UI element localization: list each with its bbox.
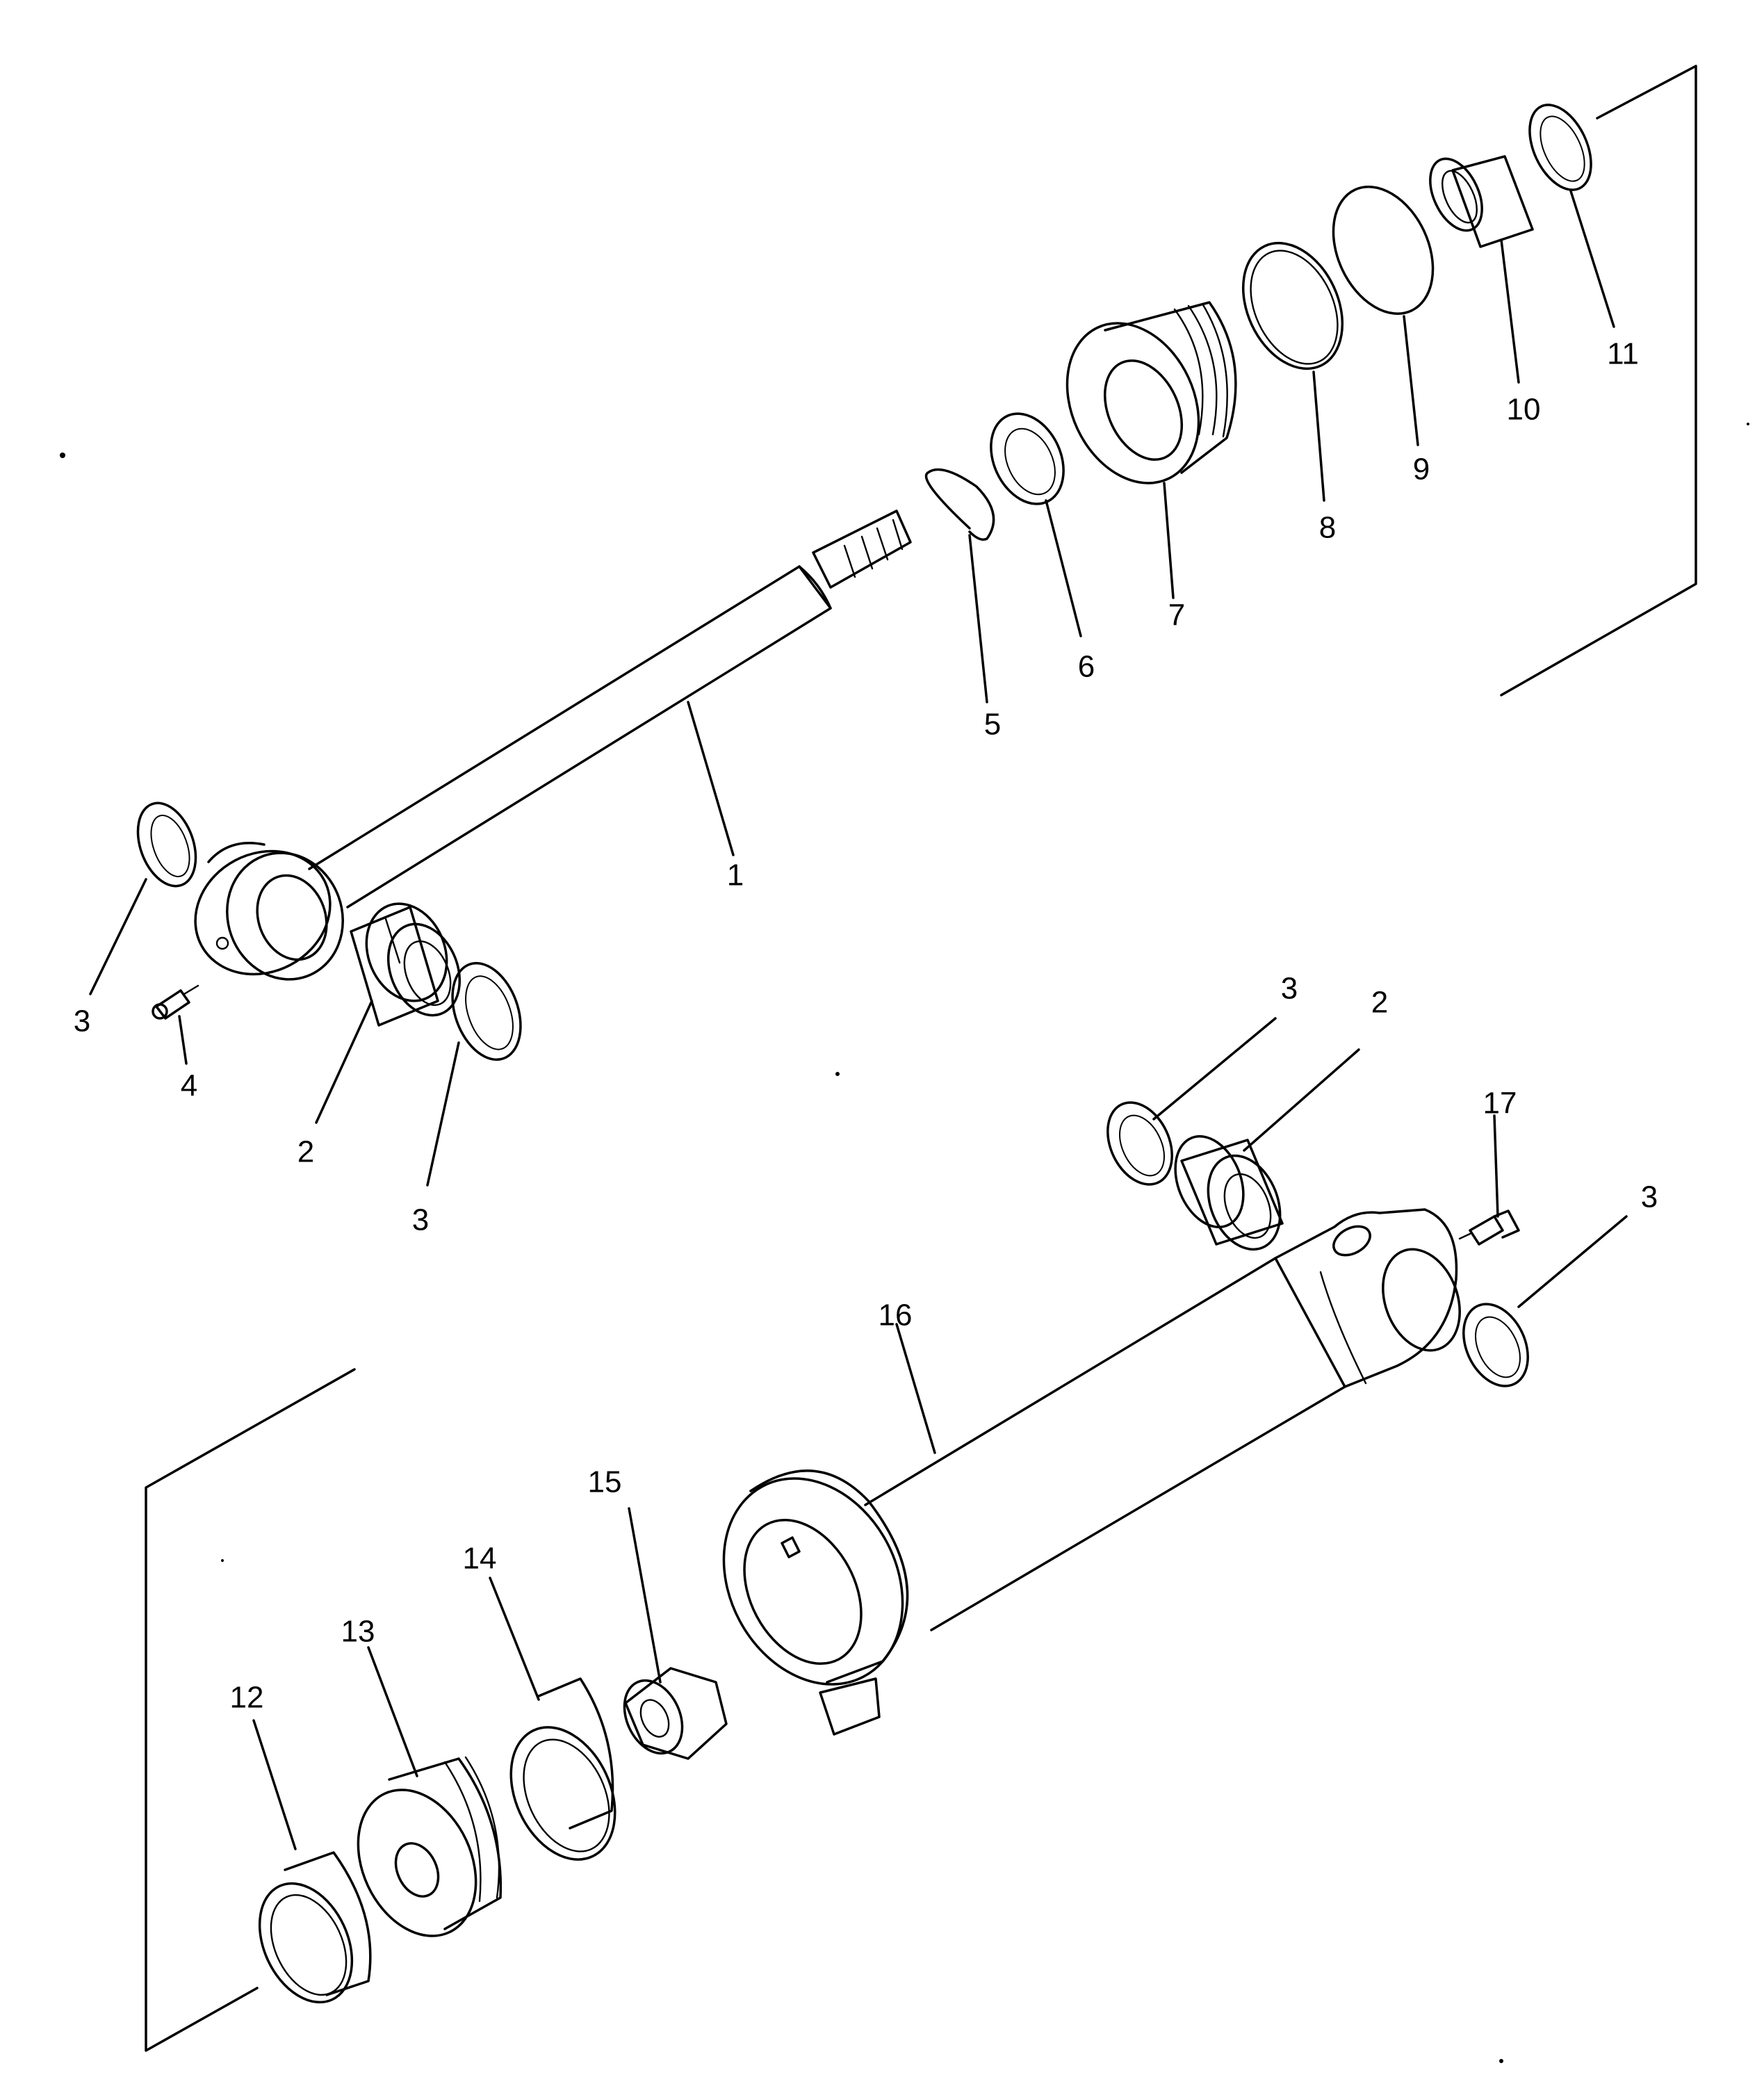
callout-14: 14 <box>463 1542 497 1576</box>
piston-nut <box>623 1667 728 1760</box>
piston-rod <box>194 510 912 981</box>
o-ring <box>1332 186 1435 315</box>
rod-seal <box>990 412 1065 505</box>
callout-8: 8 <box>1319 511 1336 545</box>
callout-6: 6 <box>1078 650 1095 684</box>
callout-15: 15 <box>588 1465 622 1499</box>
callout-4: 4 <box>181 1069 197 1103</box>
grease-fitting-upper <box>152 984 199 1020</box>
seal-lower-left <box>1106 1101 1173 1186</box>
callout-13: 13 <box>341 1615 375 1649</box>
callout-16: 16 <box>879 1298 913 1333</box>
seal-lower-right <box>1462 1303 1529 1387</box>
snap-ring <box>924 468 995 541</box>
callout-3: 3 <box>74 1004 90 1038</box>
callout-10: 10 <box>1507 393 1541 427</box>
seal-upper-left <box>136 801 197 888</box>
callout-3: 3 <box>412 1203 429 1237</box>
callout-12: 12 <box>230 1681 264 1715</box>
callout-7: 7 <box>1168 598 1185 633</box>
callout-3: 3 <box>1641 1180 1658 1214</box>
leader-lines <box>89 190 1628 1850</box>
callout-2: 2 <box>297 1135 314 1169</box>
dust-wiper <box>1528 104 1592 191</box>
frame-lower-left <box>145 1368 356 2052</box>
callout-1: 1 <box>727 858 744 893</box>
seal-upper-right <box>451 961 522 1061</box>
cylinder-head-gland <box>1065 301 1237 484</box>
piston <box>357 1756 503 1937</box>
cylinder-tube <box>722 1208 1461 1736</box>
callout-2: 2 <box>1371 986 1388 1020</box>
callout-9: 9 <box>1413 453 1430 487</box>
callout-5: 5 <box>984 708 1001 742</box>
bushing-lower <box>1174 1134 1284 1251</box>
backup-ring <box>1241 241 1344 370</box>
scan-specks <box>60 423 1749 2063</box>
bushing-upper <box>350 902 462 1027</box>
grease-fitting-lower <box>1458 1209 1520 1246</box>
callouts: 1 2 2 3 3 3 3 4 5 6 7 8 9 10 11 12 13 14… <box>74 337 1658 1715</box>
callout-11: 11 <box>1607 337 1639 371</box>
callout-17: 17 <box>1483 1086 1517 1121</box>
callout-3: 3 <box>1281 972 1298 1006</box>
frame-upper-right <box>1500 65 1697 697</box>
wear-ring <box>509 1677 616 1861</box>
rod-bushing <box>1429 155 1534 248</box>
piston-seal-ring <box>258 1851 372 2004</box>
